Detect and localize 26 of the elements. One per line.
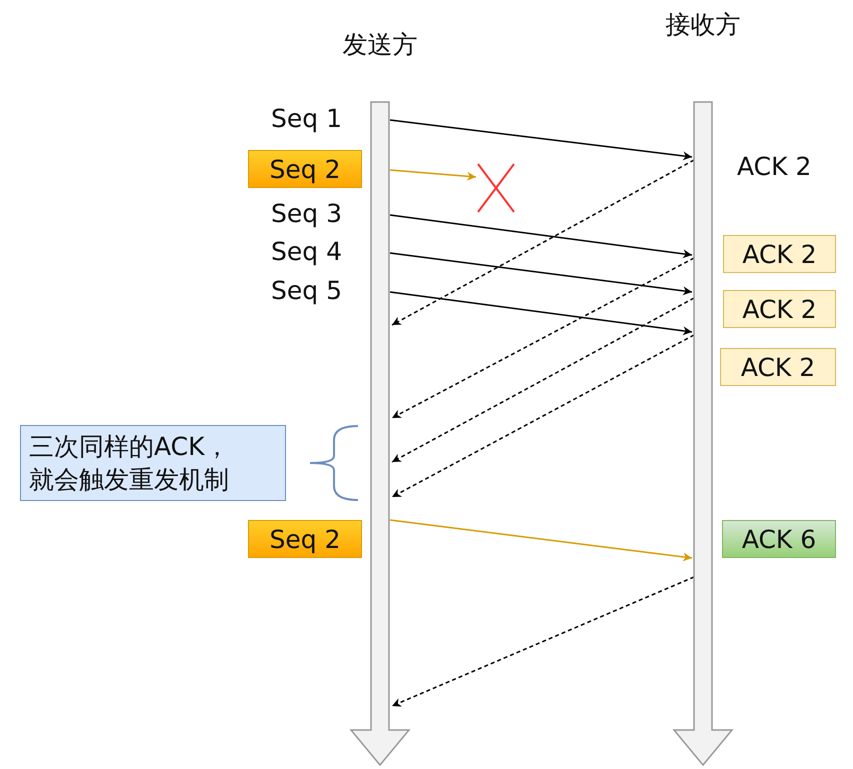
note-box: 三次同样的ACK，就会触发重发机制 (20, 425, 286, 501)
sequence-label: Seq 3 (271, 199, 342, 228)
arrow (390, 291, 692, 336)
packet-box: Seq 2 (248, 520, 362, 558)
ack-box: ACK 2 (723, 235, 836, 273)
arrow (390, 214, 692, 258)
sequence-label: ACK 2 (737, 152, 812, 181)
packet-box: Seq 2 (248, 150, 362, 188)
arrow (392, 334, 694, 498)
arrow (390, 169, 476, 181)
arrow (390, 252, 692, 296)
lifeline-heading: 接收方 (666, 9, 740, 41)
arrow (392, 297, 694, 463)
sequence-label: Seq 1 (271, 104, 342, 133)
arrow (392, 576, 694, 707)
ack-box: ACK 2 (723, 290, 836, 328)
arrow (390, 119, 692, 160)
ack-box: ACK 6 (722, 520, 836, 558)
arrow (392, 257, 694, 419)
lifeline-heading: 发送方 (342, 29, 418, 61)
arrow (392, 159, 694, 326)
sequence-label: Seq 5 (271, 276, 342, 305)
sequence-label: Seq 4 (271, 237, 342, 266)
ack-box: ACK 2 (720, 348, 836, 386)
cross-mark (476, 162, 516, 214)
arrow (390, 519, 692, 562)
